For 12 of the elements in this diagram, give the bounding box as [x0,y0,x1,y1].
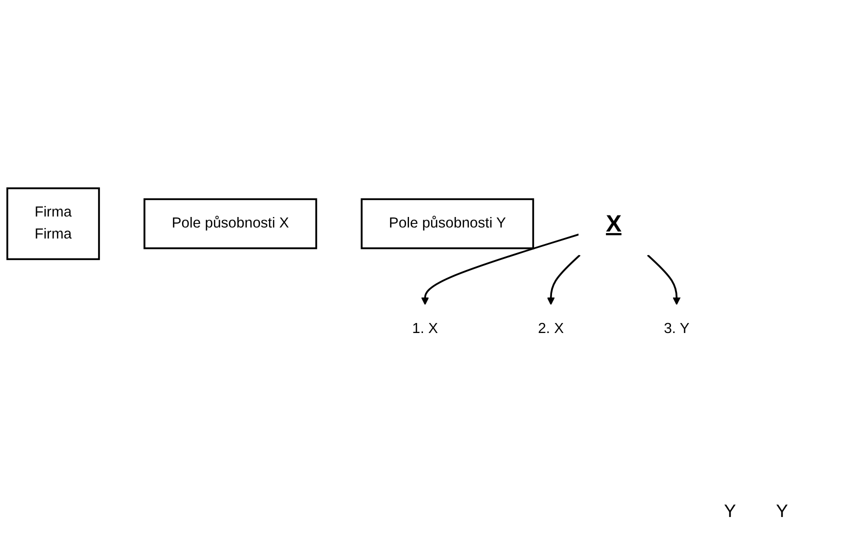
node-text: 1. X [412,320,438,336]
node-box: Pole působnosti Y [360,198,534,250]
node-text: 2. X [538,320,564,336]
text-label: Y [776,501,788,522]
node-box: Pole působnosti X [144,198,318,250]
arrow [546,254,580,305]
node-box: Firma Firma [6,187,100,260]
text-label: Y [724,501,736,522]
arrow [647,254,681,305]
node-text: X [606,210,622,237]
node-text: 3. Y [664,320,690,336]
arrow [421,234,579,305]
